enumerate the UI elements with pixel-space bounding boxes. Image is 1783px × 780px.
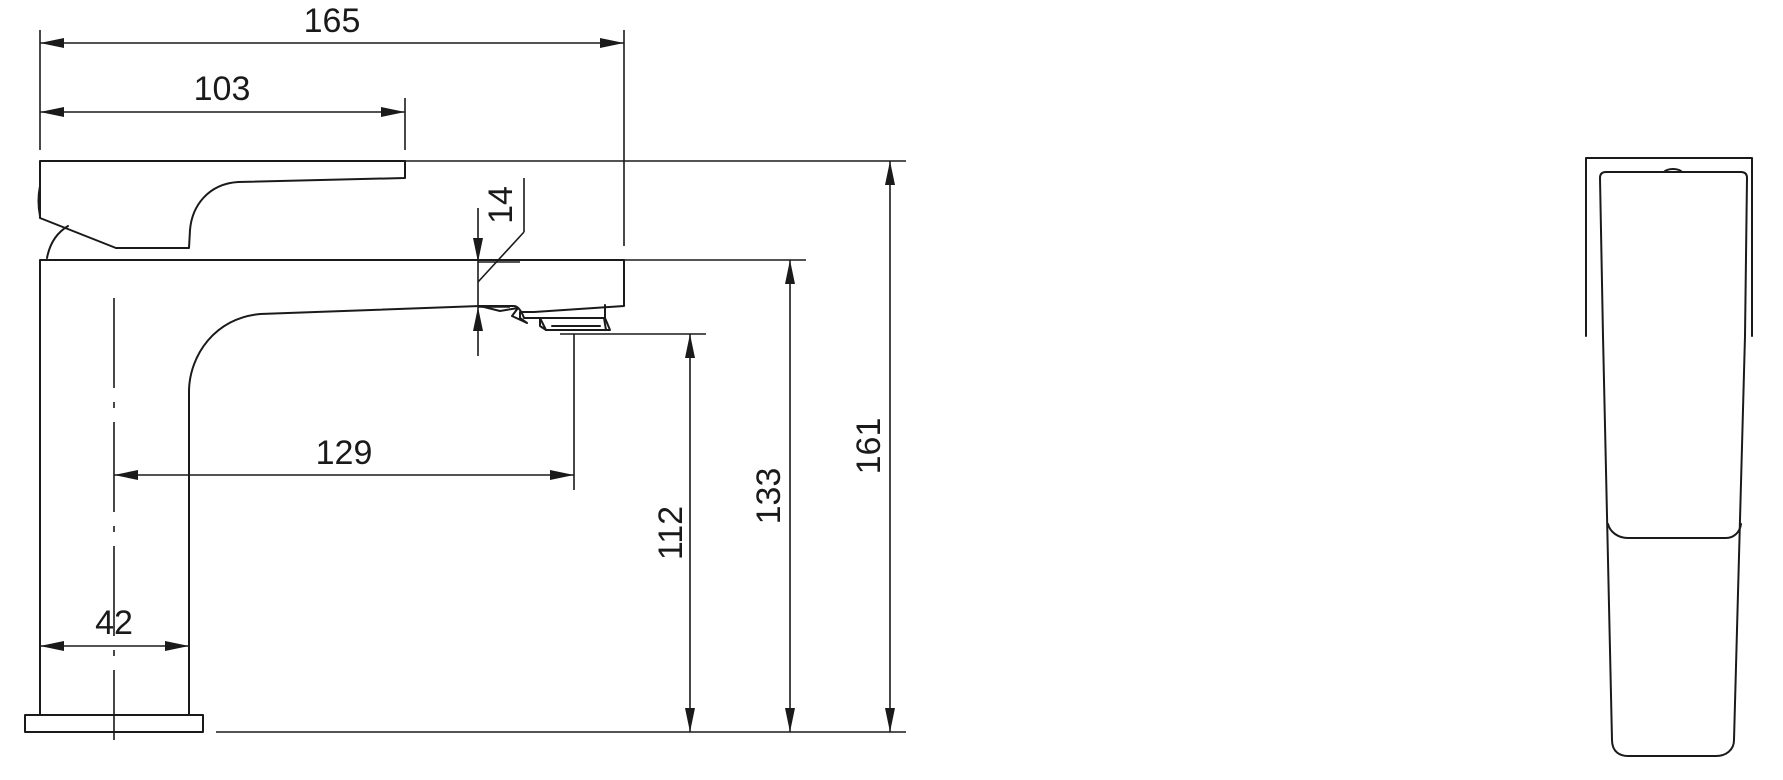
front-handle-inner — [1599, 171, 1748, 337]
dim-103: 103 — [40, 70, 406, 150]
side-view: 165 103 14 129 — [24, 2, 906, 740]
dim-165: 165 — [39, 2, 625, 246]
faucet-body-outline — [39, 259, 625, 716]
dim-165-label: 165 — [304, 2, 361, 40]
dim-14-label: 14 — [482, 186, 520, 224]
handle-knob-arc — [46, 225, 69, 259]
dim-129: 129 — [114, 334, 575, 490]
front-handle-dome — [1663, 168, 1683, 173]
dim-161-label: 161 — [850, 418, 888, 475]
dim-133: 133 — [624, 259, 806, 732]
front-handle-box — [1585, 157, 1753, 337]
dim-129-label: 129 — [316, 434, 373, 472]
dim-161: 161 — [216, 160, 906, 733]
front-view — [1585, 157, 1753, 757]
dim-42: 42 — [40, 604, 189, 651]
front-lower-panel — [1607, 523, 1742, 539]
dim-103-label: 103 — [194, 70, 251, 108]
front-body — [1602, 335, 1746, 757]
dim-14: 14 — [473, 178, 525, 356]
dim-133-label: 133 — [750, 468, 788, 525]
handle-lever — [39, 160, 406, 249]
dim-112-label: 112 — [652, 506, 690, 560]
handle-front-curve — [37, 185, 41, 217]
aerator — [539, 317, 607, 331]
dim-42-label: 42 — [95, 604, 133, 642]
dim-112: 112 — [560, 333, 706, 732]
